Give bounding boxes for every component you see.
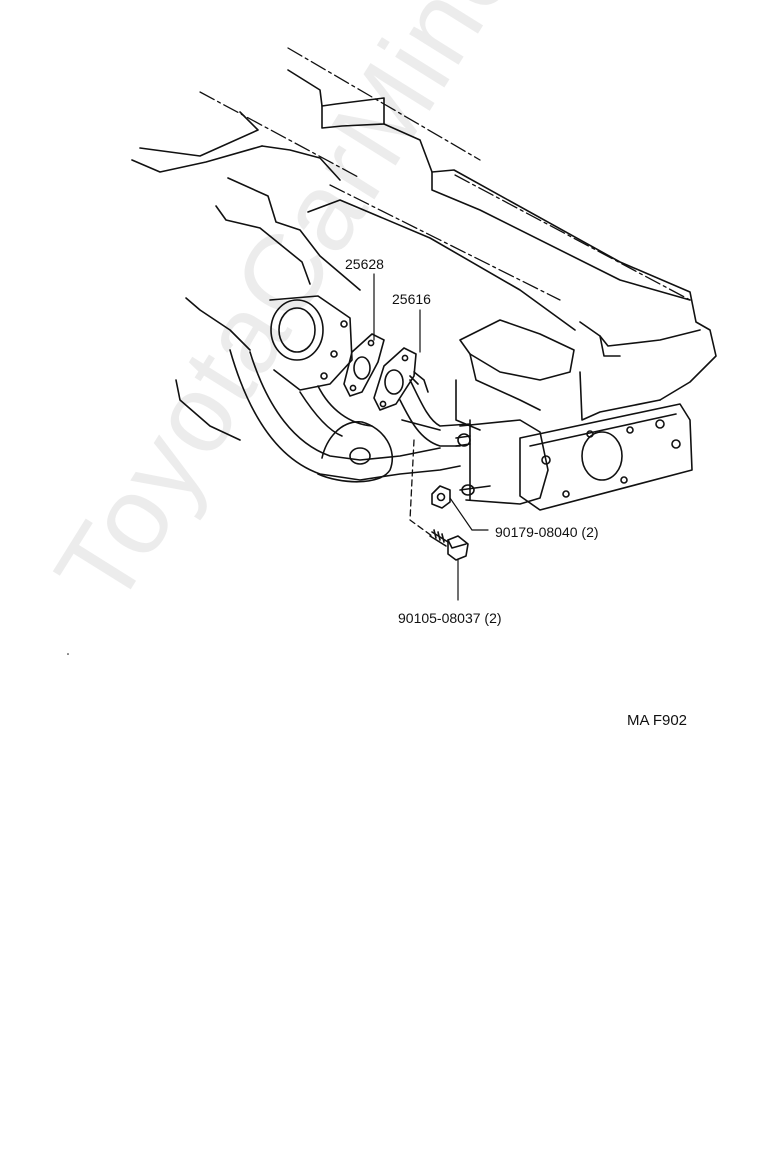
gasket-25616-drawing [373,347,417,411]
stray-dot [67,653,69,655]
bolt-location-line [409,439,433,537]
gasket-25628-drawing [343,333,385,397]
callout-90179-08040: 90179-08040 (2) [495,524,599,540]
callout-25628: 25628 [345,256,384,272]
nut-90179-08040-drawing [431,485,451,509]
leader-lines [373,273,489,601]
exhaust-port [269,295,353,391]
callout-90105-08037: 90105-08037 (2) [398,610,502,626]
engine-block-outline [131,69,717,441]
diagram-code: MA F902 [627,712,688,729]
bolt-90105-08037-drawing [429,529,469,561]
callout-25616: 25616 [392,291,431,307]
egr-valve [455,403,693,511]
egr-pipe [399,371,471,447]
exhaust-pipe [229,349,461,483]
